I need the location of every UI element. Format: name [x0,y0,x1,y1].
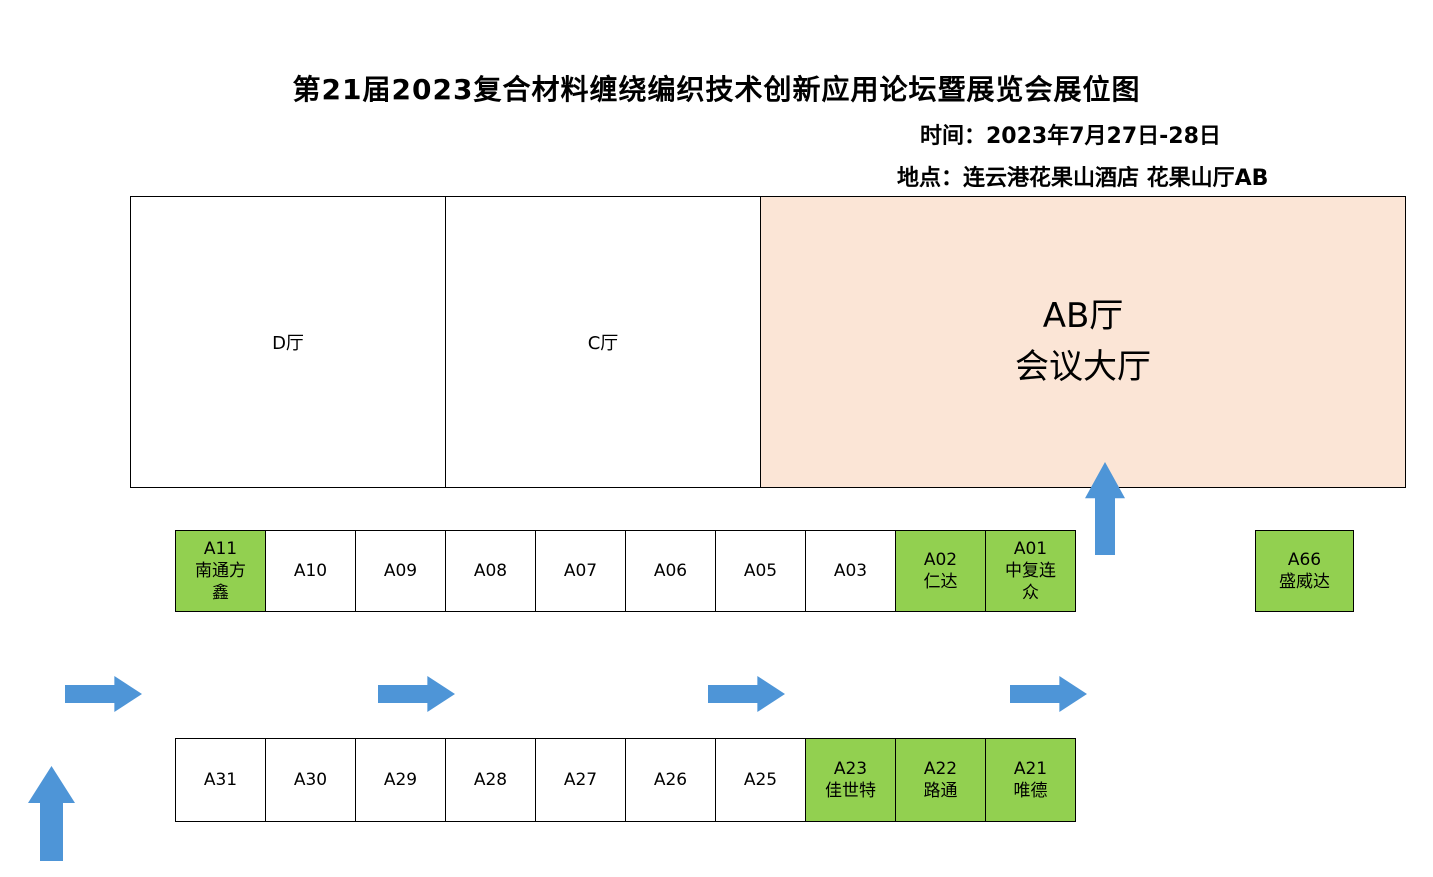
booth-a02: A02 仁达 [895,530,986,612]
right-arrow-icon [1010,676,1087,712]
booth-label: A27 [563,769,598,790]
booth-a10: A10 [265,530,356,612]
booth-label: A23 佳世特 [825,758,876,801]
booth-a30: A30 [265,738,356,822]
booth-a25: A25 [715,738,806,822]
booth-label: A21 唯德 [1013,758,1048,801]
booth-label: A09 [383,560,418,581]
right-arrow-icon [65,676,142,712]
booth-a06: A06 [625,530,716,612]
booth-label: A01 中复连 众 [1005,538,1056,604]
booth-label: A28 [473,769,508,790]
booth-label: A10 [293,560,328,581]
booth-a09: A09 [355,530,446,612]
halls-row: D厅 C厅 AB厅 会议大厅 [130,196,1406,488]
booth-label: A05 [743,560,778,581]
hall-c: C厅 [445,196,761,488]
booth-a27: A27 [535,738,626,822]
booth-label: A11 南通方 鑫 [195,538,246,604]
right-arrow-icon [378,676,455,712]
hall-ab-conference: AB厅 会议大厅 [760,196,1406,488]
right-arrow-icon [708,676,785,712]
hall-ab-label: AB厅 会议大厅 [1015,296,1151,387]
booth-label: A25 [743,769,778,790]
booth-a08: A08 [445,530,536,612]
booth-label: A66 盛威达 [1279,549,1330,592]
booth-label: A29 [383,769,418,790]
page-title: 第21届2023复合材料缠绕编织技术创新应用论坛暨展览会展位图 [292,73,1141,106]
hall-d: D厅 [130,196,446,488]
booth-label: A22 路通 [923,758,958,801]
booth-a03: A03 [805,530,896,612]
booth-row-top: A11 南通方 鑫 A10 A09 A08 A07 A06 A05 A03 A0… [175,530,1076,612]
booth-label: A03 [833,560,868,581]
booth-label: A30 [293,769,328,790]
event-location: 地点：连云港花果山酒店 花果山厅AB [897,166,1269,191]
booth-label: A06 [653,560,688,581]
booth-label: A26 [653,769,688,790]
event-time: 时间：2023年7月27日-28日 [920,124,1221,149]
booth-label: A31 [203,769,238,790]
booth-a31: A31 [175,738,266,822]
booth-a05: A05 [715,530,806,612]
booth-a66: A66 盛威达 [1255,530,1354,612]
booth-a22: A22 路通 [895,738,986,822]
booth-a11: A11 南通方 鑫 [175,530,266,612]
booth-label: A07 [563,560,598,581]
up-arrow-entrance-icon [28,766,75,861]
hall-d-label: D厅 [272,333,304,354]
booth-a23: A23 佳世特 [805,738,896,822]
booth-a26: A26 [625,738,716,822]
up-arrow-to-ab-hall-icon [1085,462,1125,555]
booth-a01: A01 中复连 众 [985,530,1076,612]
booth-row-bottom: A31 A30 A29 A28 A27 A26 A25 A23 佳世特 A22 … [175,738,1076,822]
booth-a29: A29 [355,738,446,822]
booth-label: A02 仁达 [923,549,958,592]
hall-c-label: C厅 [587,333,619,354]
booth-a07: A07 [535,530,626,612]
booth-a21: A21 唯德 [985,738,1076,822]
booth-label: A08 [473,560,508,581]
booth-a28: A28 [445,738,536,822]
